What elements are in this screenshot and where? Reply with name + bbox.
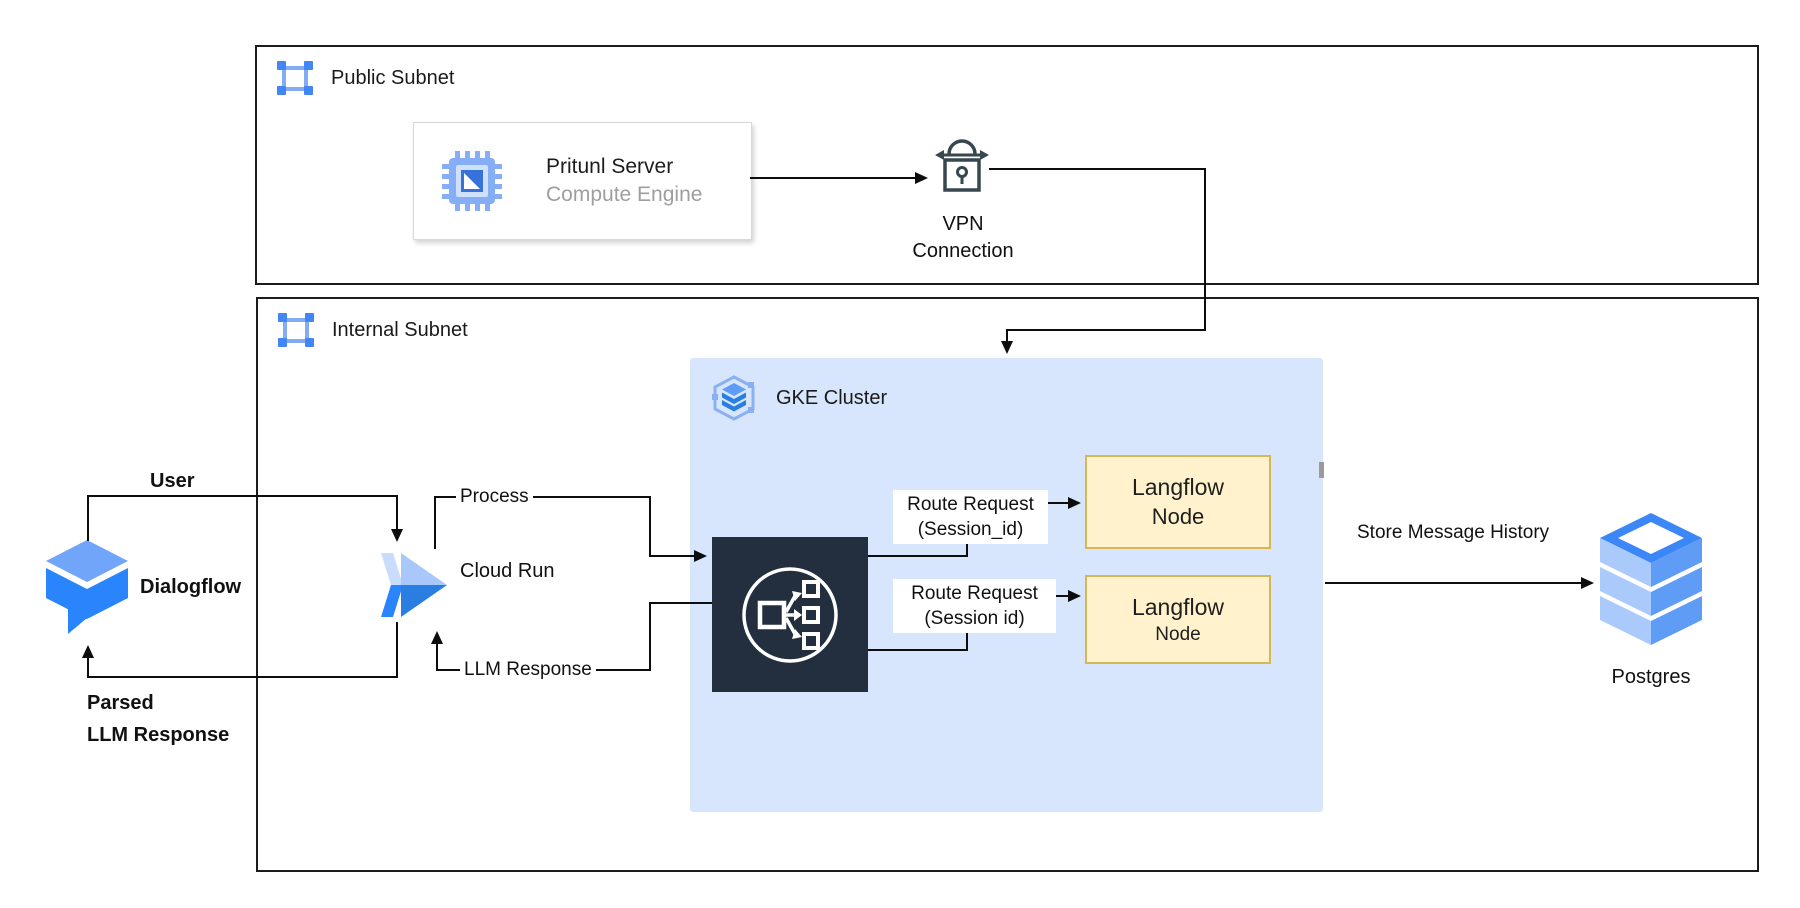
langflow-node-1: Langflow Node [1085, 455, 1271, 549]
langflow-node-2: Langflow Node [1085, 575, 1271, 664]
load-balancer-node [712, 537, 868, 692]
postgres-icon [1600, 513, 1702, 645]
pritunl-card-text: Pritunl Server Compute Engine [546, 153, 702, 208]
pritunl-subtitle: Compute Engine [546, 183, 703, 206]
vpn-connection-label: VPN Connection [893, 211, 1033, 265]
edge-label-user: User [150, 470, 195, 492]
vpn-label-line2: Connection [912, 240, 1014, 262]
internal-subnet-header: Internal Subnet [278, 312, 468, 348]
pritunl-title: Pritunl Server [546, 155, 674, 179]
route1-line1: Route Request [907, 494, 1034, 515]
cloud-run-icon [381, 553, 447, 617]
resize-handle-artifact [1319, 462, 1324, 478]
edge-label-process: Process [456, 486, 533, 508]
parsed-line2: LLM Response [87, 724, 230, 746]
langflow-node-2-line1: Langflow [1131, 593, 1225, 620]
vpn-lock-icon [935, 139, 989, 192]
postgres-label: Postgres [1611, 666, 1691, 688]
cloud-run-label: Cloud Run [460, 560, 555, 582]
langflow-node-1-line1: Langflow [1131, 474, 1225, 501]
edge-label-route-request-2: Route Request (Session id) [893, 579, 1056, 634]
route1-line2: (Session_id) [917, 519, 1024, 541]
edge-label-parsed-llm-response: Parsed LLM Response [87, 687, 229, 751]
edge-label-route-request-1: Route Request (Session_id) [893, 490, 1048, 545]
gke-header: GKE Cluster [712, 375, 887, 421]
edge-label-llm-response: LLM Response [460, 659, 596, 681]
public-subnet-header: Public Subnet [277, 60, 454, 96]
langflow-node-1-line2: Node [1151, 504, 1205, 530]
dialogflow-label: Dialogflow [140, 576, 242, 598]
load-balancer-icon [742, 566, 838, 663]
route2-line1: Route Request [911, 583, 1038, 604]
parsed-line1: Parsed [87, 692, 154, 714]
vpn-label-line1: VPN [942, 213, 984, 235]
public-subnet-label: Public Subnet [331, 66, 455, 89]
edge-label-store-message-history: Store Message History [1357, 522, 1550, 543]
subnet-icon [278, 313, 314, 347]
compute-engine-icon [442, 151, 502, 211]
gke-cluster-label: GKE Cluster [776, 386, 888, 409]
langflow-node-2-line2: Node [1155, 623, 1201, 645]
route2-line2: (Session id) [924, 608, 1025, 630]
internal-subnet-label: Internal Subnet [332, 318, 468, 341]
subnet-icon [277, 61, 313, 95]
gke-icon [712, 375, 755, 421]
pritunl-server-card: Pritunl Server Compute Engine [413, 122, 752, 240]
dialogflow-icon [46, 540, 128, 634]
